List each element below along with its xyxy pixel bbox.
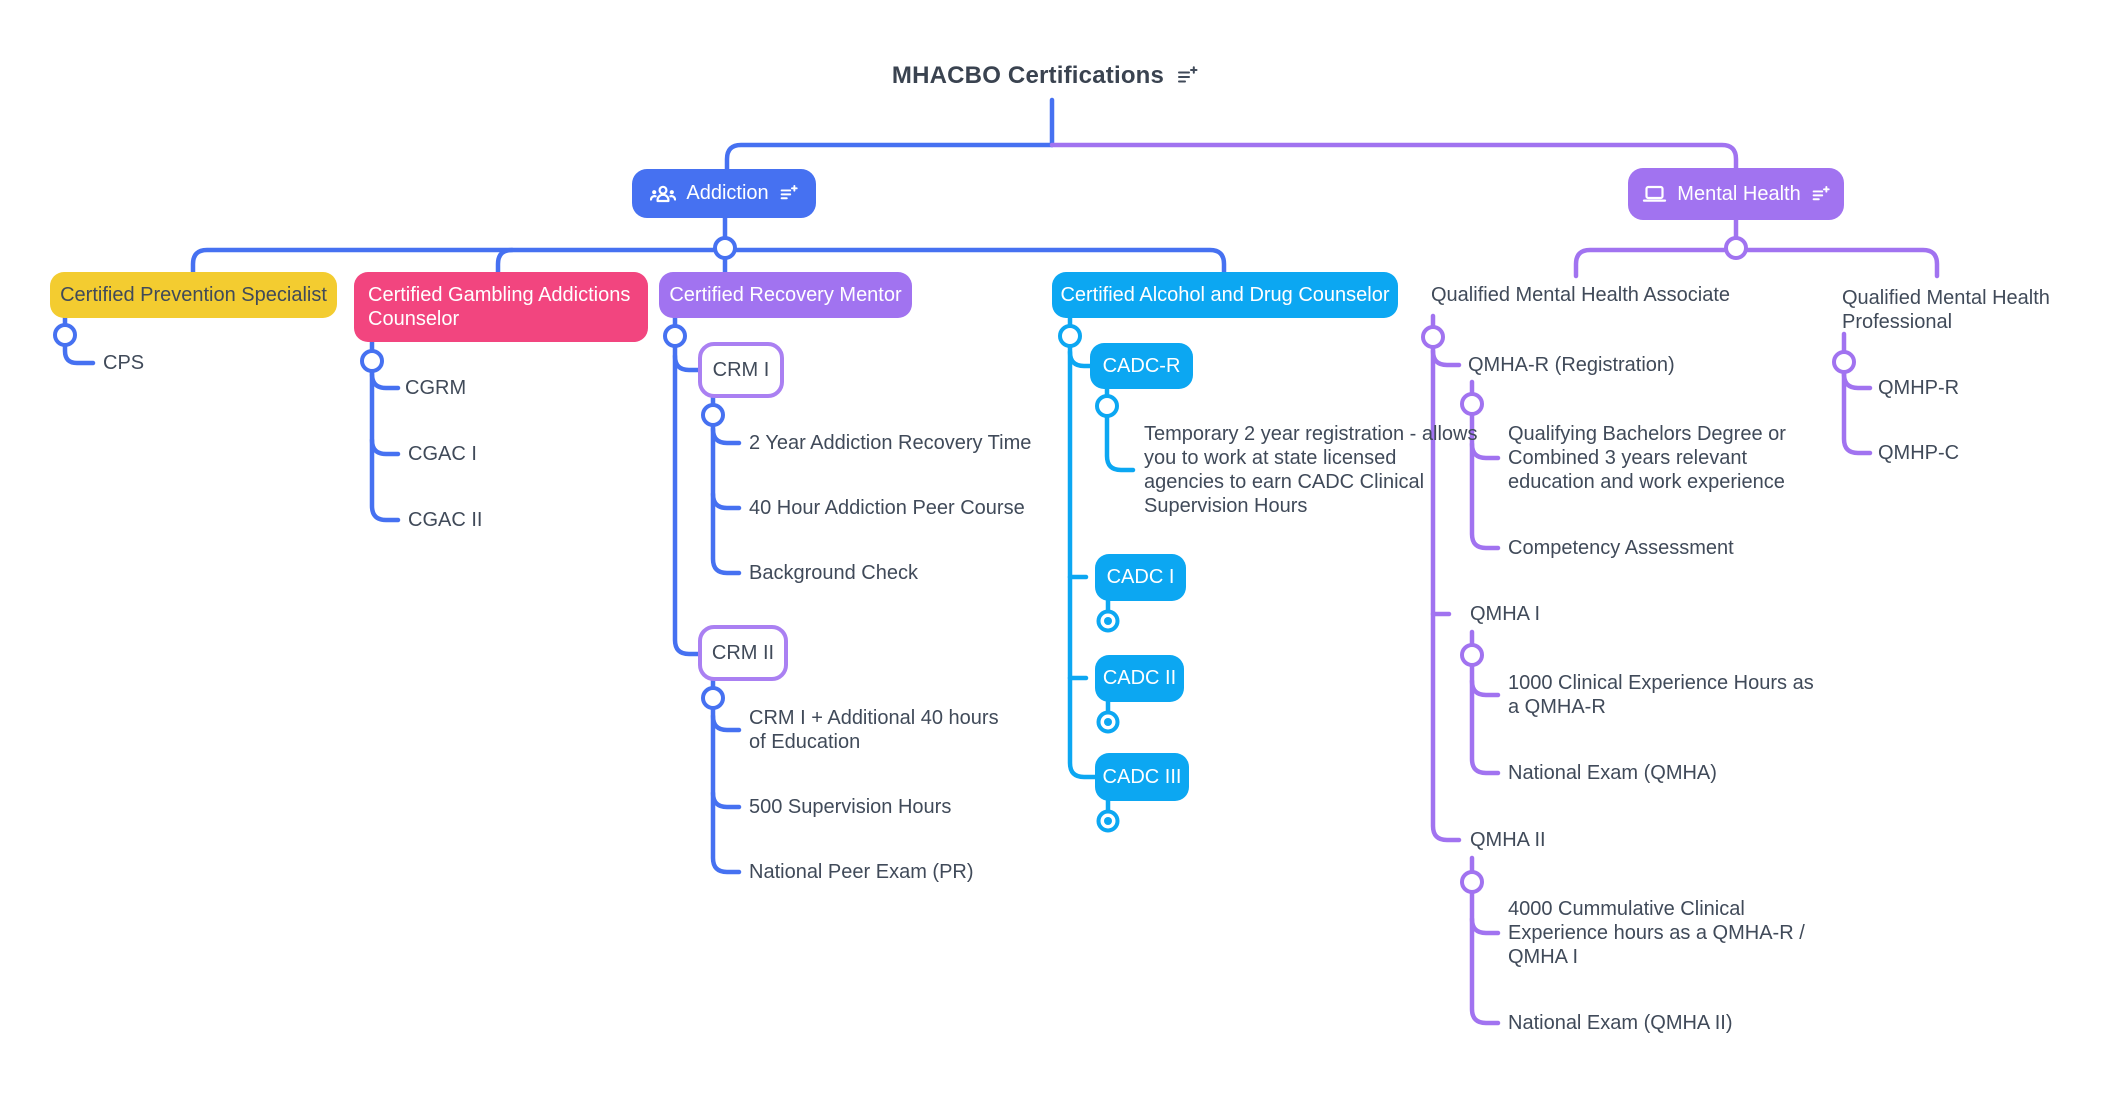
- subtopic-qmha-i[interactable]: QMHA I: [1470, 603, 1541, 625]
- detail-crm1-background-check[interactable]: Background Check: [749, 562, 918, 584]
- collapse-toggle[interactable]: [53, 323, 77, 347]
- connector-cadc-main: [1067, 314, 1098, 780]
- topic-node-certified-recovery-mentor[interactable]: Certified Recovery Mentor: [659, 272, 912, 318]
- page-title: MHACBO Certifications: [891, 62, 1165, 89]
- connector-qmhar: [1430, 348, 1462, 368]
- topic-label: CRM II: [711, 641, 775, 664]
- detail-qmhar-competency-assessment[interactable]: Competency Assessment: [1508, 537, 1734, 559]
- detail-crm2-national-peer-exam[interactable]: National Peer Exam (PR): [749, 861, 974, 883]
- detail-crm1-peer-course[interactable]: 40 Hour Addiction Peer Course: [749, 497, 1025, 519]
- connector-qmha2-item1: [1469, 916, 1501, 936]
- connector-mh-rail-left: [1573, 247, 1739, 279]
- topic-label: CADC I: [1106, 566, 1175, 588]
- detail-qmhar-degree[interactable]: Qualifying Bachelors Degree or Combined …: [1508, 423, 1786, 493]
- subtopic-cps[interactable]: CPS: [103, 352, 145, 374]
- root-topic[interactable]: MHACBO Certifications: [855, 62, 1235, 90]
- collapse-toggle[interactable]: [1724, 236, 1748, 260]
- outline-add-icon: [779, 184, 798, 203]
- collapse-toggle[interactable]: [663, 324, 687, 348]
- collapse-toggle[interactable]: [1460, 392, 1484, 416]
- topic-label: Certified Recovery Mentor: [669, 283, 902, 306]
- connector-mh-rail-right: [1733, 247, 1940, 279]
- collapse-toggle[interactable]: [701, 686, 725, 710]
- connector-cgac1: [369, 437, 401, 457]
- subtopic-cgac-i[interactable]: CGAC I: [408, 443, 477, 465]
- branch-node-addiction[interactable]: Addiction: [632, 169, 816, 218]
- subtopic-node-cadc-i[interactable]: CADC I: [1095, 554, 1186, 601]
- topic-qualified-mental-health-associate[interactable]: Qualified Mental Health Associate: [1431, 284, 1731, 306]
- topic-label: CADC III: [1102, 765, 1182, 788]
- topic-label: CRM I: [712, 358, 770, 381]
- outline-add-icon: [1176, 65, 1198, 87]
- connector-recovery-main: [672, 314, 701, 657]
- outline-add-icon: [1811, 185, 1830, 204]
- topic-node-certified-prevention-specialist[interactable]: Certified Prevention Specialist: [50, 272, 337, 318]
- connector-crm2-items: [710, 678, 742, 875]
- laptop-icon: [1642, 182, 1667, 206]
- collapse-toggle[interactable]: [1460, 643, 1484, 667]
- subtopic-cgac-ii[interactable]: CGAC II: [408, 509, 483, 531]
- topic-label: CADC II: [1102, 667, 1177, 689]
- collapse-toggle[interactable]: [1460, 870, 1484, 894]
- subtopic-node-cadc-iii[interactable]: CADC III: [1095, 753, 1189, 801]
- detail-qmha2-clinical-hours[interactable]: 4000 Cummulative Clinical Experience hou…: [1508, 898, 1805, 968]
- collapse-toggle[interactable]: [1832, 350, 1856, 374]
- connector-drop-gambling: [495, 247, 515, 275]
- collapse-toggle[interactable]: [1421, 325, 1445, 349]
- expand-toggle-dot: [1104, 718, 1112, 726]
- detail-cadcr-description[interactable]: Temporary 2 year registration - allows y…: [1144, 423, 1478, 517]
- branch-label-mental-health: Mental Health: [1677, 182, 1801, 205]
- subtopic-node-crm-ii[interactable]: CRM II: [698, 625, 788, 681]
- topic-node-certified-gambling-addictions-counselor[interactable]: Certified Gambling Addictions Counselor: [354, 272, 648, 342]
- subtopic-qmhp-r[interactable]: QMHP-R: [1878, 377, 1960, 399]
- expand-toggle-dot: [1104, 617, 1112, 625]
- expand-toggle-dot: [1104, 817, 1112, 825]
- detail-crm1-recovery-time[interactable]: 2 Year Addiction Recovery Time: [749, 432, 1032, 454]
- connector-root-to-addiction: [724, 142, 1055, 172]
- connector-cgrm: [369, 371, 401, 391]
- subtopic-node-cadc-r[interactable]: CADC-R: [1090, 343, 1193, 389]
- topic-node-certified-alcohol-and-drug-counselor[interactable]: Certified Alcohol and Drug Counselor: [1052, 272, 1398, 318]
- subtopic-qmha-ii[interactable]: QMHA II: [1470, 829, 1546, 851]
- collapse-toggle[interactable]: [1058, 324, 1082, 348]
- topic-qualified-mental-health-professional[interactable]: Qualified Mental Health Professional: [1842, 287, 2050, 333]
- subtopic-qmha-r[interactable]: QMHA-R (Registration): [1468, 354, 1675, 376]
- detail-qmha2-national-exam[interactable]: National Exam (QMHA II): [1508, 1012, 1733, 1034]
- branch-label-addiction: Addiction: [686, 182, 769, 204]
- collapse-toggle[interactable]: [713, 236, 737, 260]
- topic-label: Certified Alcohol and Drug Counselor: [1060, 283, 1390, 306]
- connector-crm1: [672, 353, 701, 373]
- connector-crm1-item1: [710, 426, 742, 446]
- connector-crm2-item2: [710, 790, 742, 810]
- connector-qmha1-item1: [1469, 678, 1501, 698]
- topic-label: CADC-R: [1102, 354, 1181, 377]
- detail-qmha1-clinical-hours[interactable]: 1000 Clinical Experience Hours as a QMHA…: [1508, 672, 1814, 718]
- detail-crm2-supervision-hours[interactable]: 500 Supervision Hours: [749, 796, 952, 818]
- detail-crm2-education[interactable]: CRM I + Additional 40 hours of Education: [749, 707, 999, 753]
- subtopic-node-cadc-ii[interactable]: CADC II: [1095, 655, 1184, 702]
- subtopic-cgrm[interactable]: CGRM: [405, 377, 467, 399]
- connector-qmha-main: [1430, 313, 1462, 843]
- connector-addiction-rail-right: [722, 247, 1227, 275]
- connector-cadcr: [1067, 349, 1093, 369]
- connector-root-to-mental-health: [1049, 142, 1739, 172]
- connector-addiction-rail-left: [190, 247, 728, 275]
- collapse-toggle[interactable]: [1095, 394, 1119, 418]
- branch-node-mental-health[interactable]: Mental Health: [1628, 168, 1844, 220]
- connector-qmhp-item1: [1841, 371, 1873, 391]
- collapse-toggle[interactable]: [701, 403, 725, 427]
- detail-qmha1-national-exam[interactable]: National Exam (QMHA): [1508, 762, 1717, 784]
- people-group-icon: [650, 182, 677, 206]
- connector-crm1-item2: [710, 491, 742, 511]
- topic-label: Certified Gambling Addictions Counselor: [368, 284, 631, 330]
- collapse-toggle[interactable]: [360, 349, 384, 373]
- topic-label: Certified Prevention Specialist: [60, 283, 327, 306]
- connector-crm2-item1: [710, 713, 742, 733]
- subtopic-node-crm-i[interactable]: CRM I: [698, 342, 784, 398]
- subtopic-qmhp-c[interactable]: QMHP-C: [1878, 442, 1960, 464]
